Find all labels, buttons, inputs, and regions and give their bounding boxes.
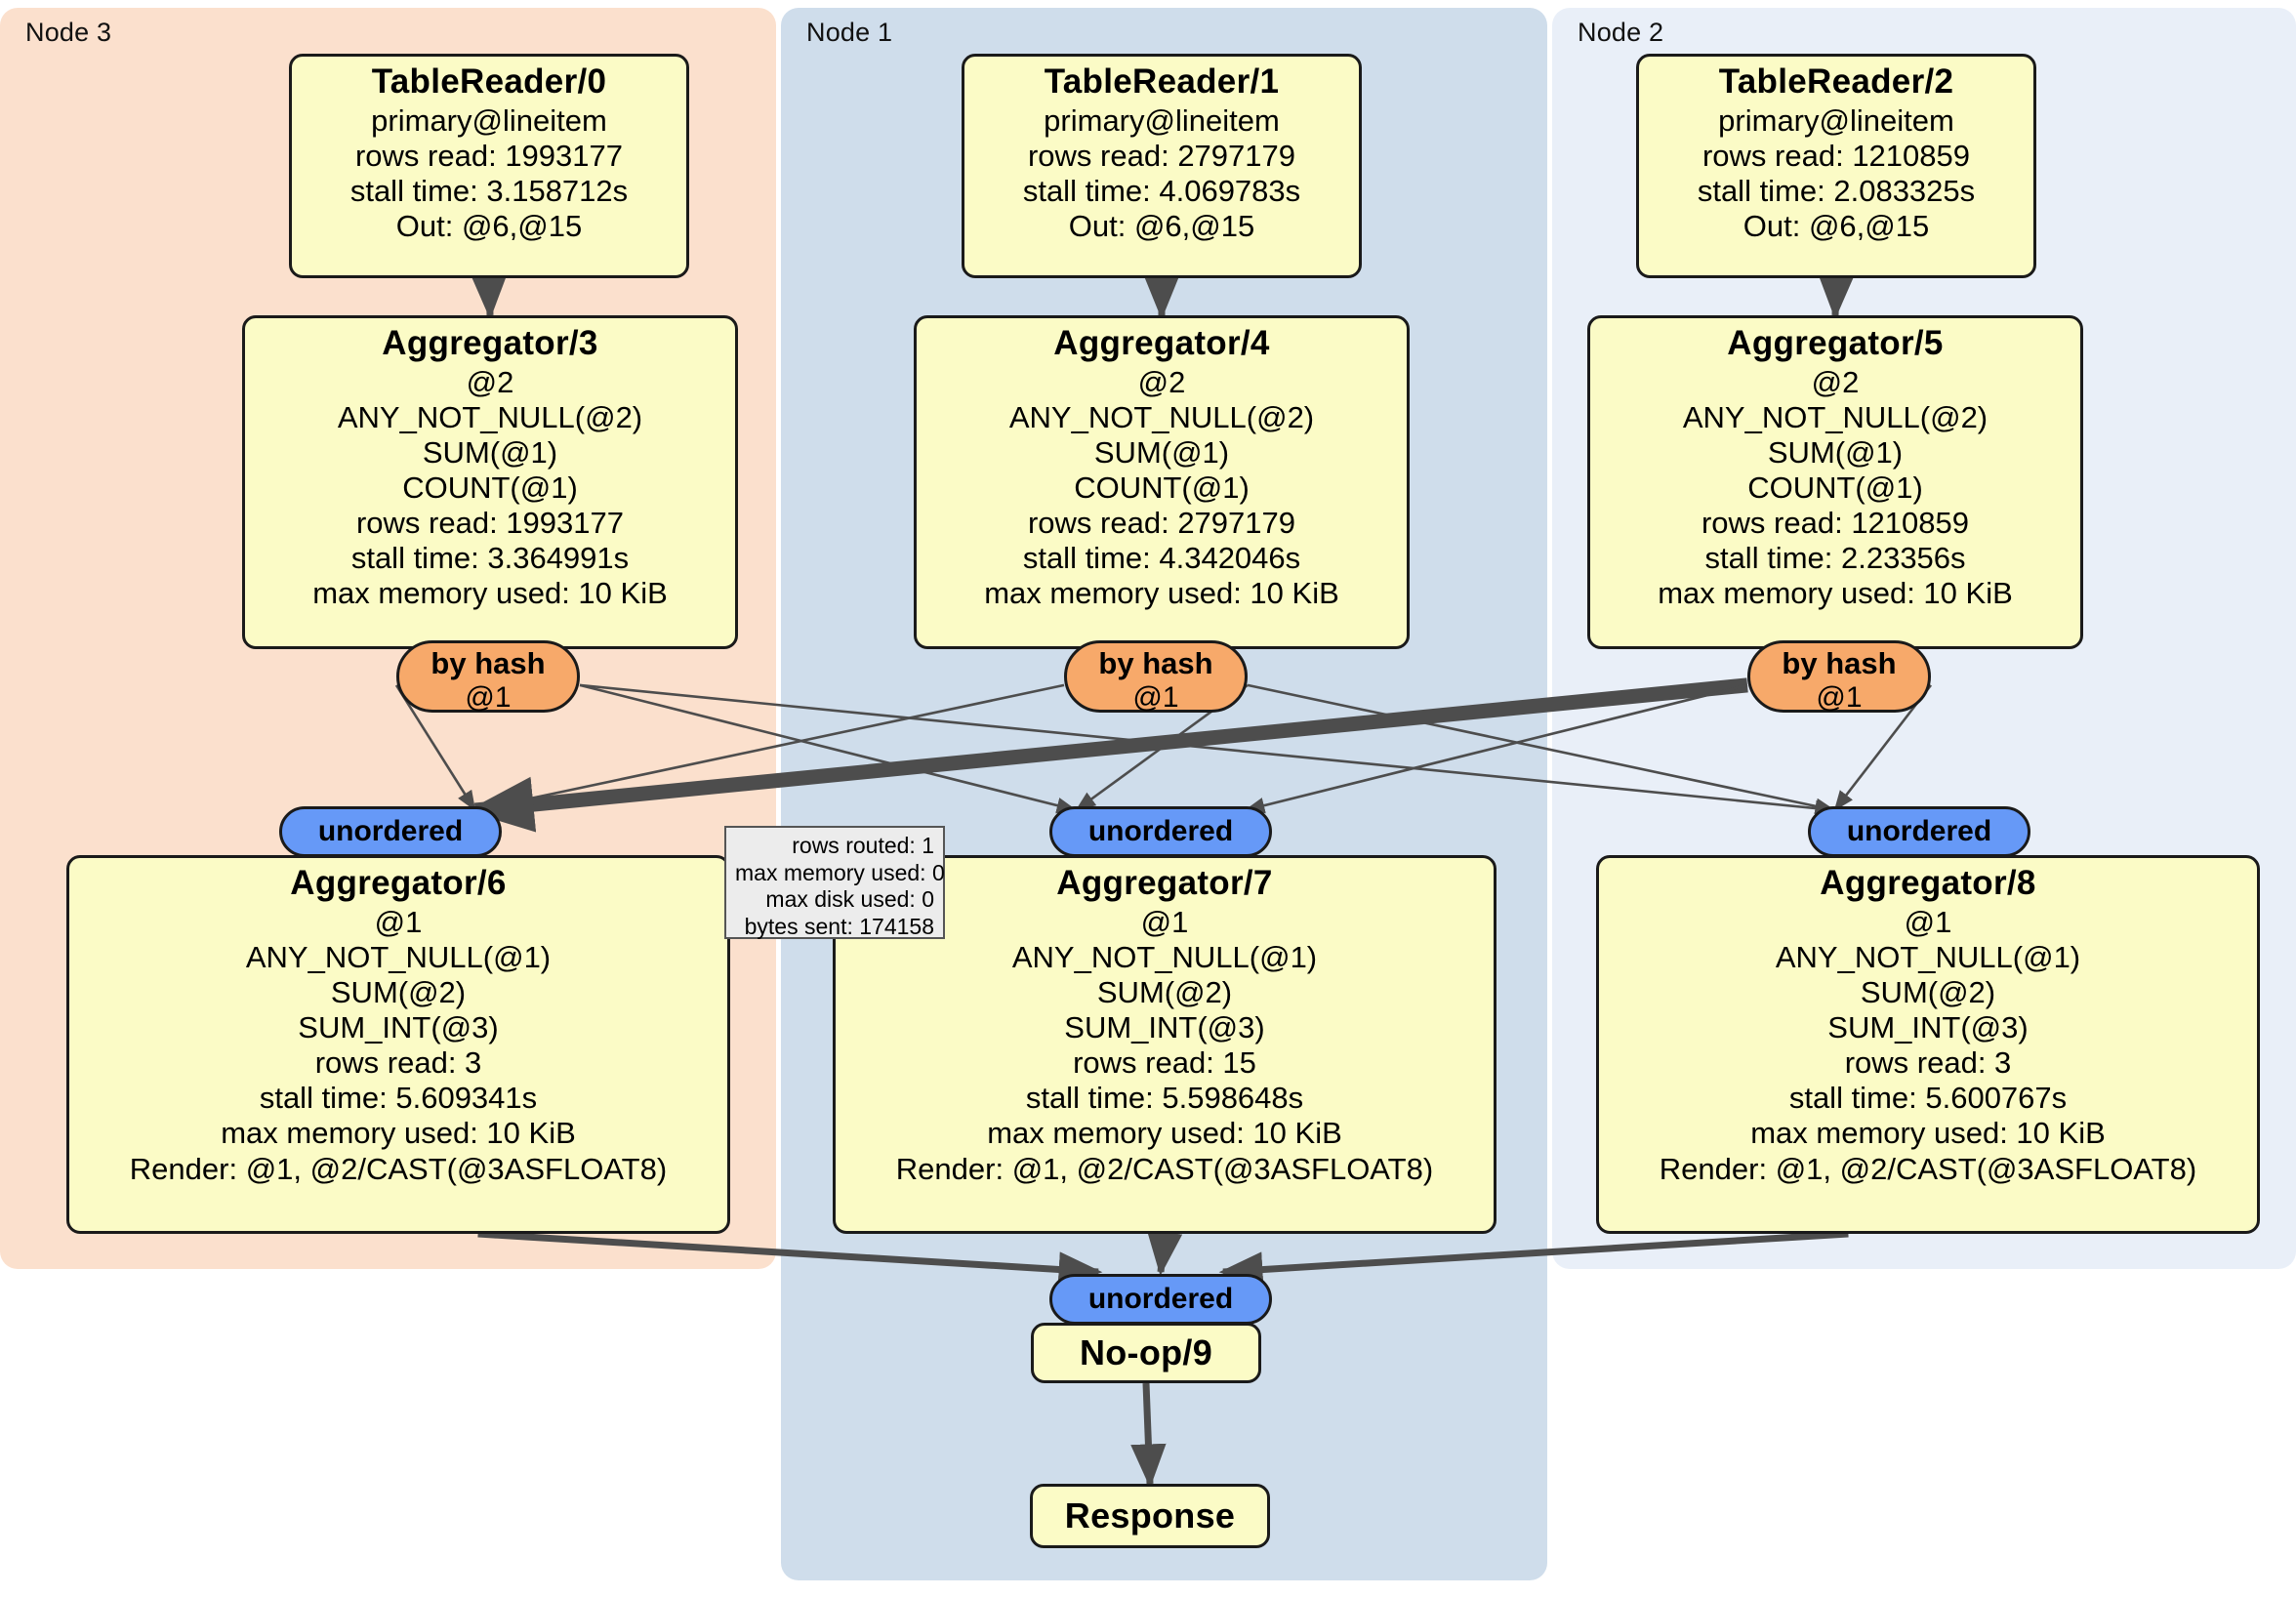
router-label: by hash [430,646,546,680]
router-column: @1 [1816,680,1863,714]
processor-stat-line: stall time: 2.083325s [1697,173,1976,208]
processor-stat-line: primary@lineitem [371,102,607,138]
processor-stat-line: stall time: 3.364991s [350,541,630,576]
processor-stat-line: primary@lineitem [1718,102,1954,138]
router-column: @1 [465,680,512,714]
processor-stat-line: rows read: 1210859 [1701,506,1970,541]
processor-title: Aggregator/6 [290,864,507,902]
router-stat-line: max memory used: 0 [735,859,945,885]
processor-stat-line: COUNT(@1) [1747,471,1923,506]
processor-stat-line: max memory used: 10 KiB [987,1116,1342,1151]
receiver-unordered9[interactable]: unordered [1049,1274,1272,1325]
processor-stat-line: stall time: 5.609341s [259,1081,538,1116]
router-stat-line: max disk used: 0 [765,886,934,913]
processor-stat-line: stall time: 4.342046s [1022,541,1301,576]
processor-noop9[interactable]: No-op/9 [1031,1323,1261,1383]
processor-stat-line: @1 [1904,904,1952,939]
processor-stat-line: stall time: 3.158712s [349,173,629,208]
processor-stat-line: Render: @1, @2/CAST(@3ASFLOAT8) [895,1151,1434,1186]
processor-stat-line: rows read: 1210859 [1702,138,1971,173]
router-stat-line: rows routed: 1 [792,833,934,858]
processor-stat-line: Render: @1, @2/CAST(@3ASFLOAT8) [129,1151,668,1186]
receiver-unordered6[interactable]: unordered [279,806,502,857]
processor-stat-line: Out: @6,@15 [395,209,583,244]
processor-stat-line: rows read: 1993177 [354,138,624,173]
processor-stat-line: stall time: 2.23356s [1704,541,1966,576]
processor-stat-line: SUM(@2) [1096,974,1233,1009]
processor-stat-line: max memory used: 10 KiB [312,576,668,611]
processor-title: No-op/9 [1079,1332,1213,1373]
processor-title: Aggregator/7 [1056,864,1273,902]
processor-stat-line: COUNT(@1) [1074,471,1250,506]
processor-title: Aggregator/8 [1820,864,2036,902]
receiver-unordered7[interactable]: unordered [1049,806,1272,857]
processor-stat-line: ANY_NOT_NULL(@1) [1011,939,1318,974]
processor-stat-line: rows read: 2797179 [1027,506,1296,541]
processor-title: Aggregator/4 [1053,324,1270,362]
panel-label-node2: Node 2 [1578,18,1664,47]
processor-stat-line: @2 [466,364,514,399]
router-label: by hash [1782,646,1897,680]
processor-stat-line: Render: @1, @2/CAST(@3ASFLOAT8) [1659,1151,2197,1186]
processor-stat-line: max memory used: 10 KiB [1750,1116,2106,1151]
processor-response[interactable]: Response [1030,1484,1270,1548]
processor-stat-line: rows read: 3 [314,1045,482,1081]
processor-stat-line: rows read: 15 [1073,1045,1256,1081]
processor-title: TableReader/0 [371,62,607,101]
processor-stat-line: SUM(@2) [330,974,467,1009]
processor-stat-line: stall time: 4.069783s [1022,173,1301,208]
processor-stat-line: ANY_NOT_NULL(@2) [1682,399,1988,434]
processor-stat-line: @1 [374,904,423,939]
router-byhash3[interactable]: by hash@1 [396,640,580,714]
processor-stat-line: COUNT(@1) [402,471,578,506]
processor-title: Response [1064,1495,1236,1536]
processor-stat-line: SUM(@1) [1767,434,1904,470]
processor-stat-line: max memory used: 10 KiB [984,576,1339,611]
processor-title: TableReader/1 [1044,62,1280,101]
processor-title: TableReader/2 [1718,62,1954,101]
router-column: @1 [1132,680,1179,714]
router-stat-line: bytes sent: 174158 [744,913,934,939]
processor-stat-line: max memory used: 10 KiB [1658,576,2013,611]
processor-stat-line: Out: @6,@15 [1068,209,1255,244]
processor-title: Aggregator/3 [382,324,598,362]
panel-label-node1: Node 1 [806,18,893,47]
processor-stat-line: stall time: 5.598648s [1025,1081,1304,1116]
processor-stat-line: SUM_INT(@3) [1827,1010,2029,1045]
processor-stat-line: ANY_NOT_NULL(@2) [337,399,643,434]
processor-stat-line: Out: @6,@15 [1742,209,1930,244]
processor-stat-line: SUM_INT(@3) [1064,1010,1265,1045]
processor-stat-line: SUM(@2) [1860,974,1996,1009]
panel-label-node3: Node 3 [25,18,112,47]
processor-stat-line: rows read: 3 [1844,1045,2012,1081]
receiver-unordered8[interactable]: unordered [1808,806,2030,857]
router-byhash5[interactable]: by hash@1 [1747,640,1931,714]
processor-stat-line: @2 [1811,364,1860,399]
processor-stat-line: max memory used: 10 KiB [221,1116,576,1151]
processor-stat-line: ANY_NOT_NULL(@2) [1008,399,1315,434]
processor-stat-line: stall time: 5.600767s [1788,1081,2068,1116]
processor-stat-line: SUM_INT(@3) [298,1010,499,1045]
processor-stat-line: ANY_NOT_NULL(@1) [245,939,552,974]
processor-stat-line: @1 [1140,904,1189,939]
processor-stat-line: ANY_NOT_NULL(@1) [1775,939,2081,974]
processor-stat-line: @2 [1137,364,1186,399]
router-byhash4[interactable]: by hash@1 [1064,640,1248,714]
processor-stat-line: primary@lineitem [1044,102,1280,138]
processor-title: Aggregator/5 [1727,324,1944,362]
processor-stat-line: SUM(@1) [422,434,558,470]
processor-stat-line: rows read: 1993177 [355,506,625,541]
processor-stat-line: SUM(@1) [1093,434,1230,470]
router-label: by hash [1098,646,1213,680]
processor-stat-line: rows read: 2797179 [1027,138,1296,173]
